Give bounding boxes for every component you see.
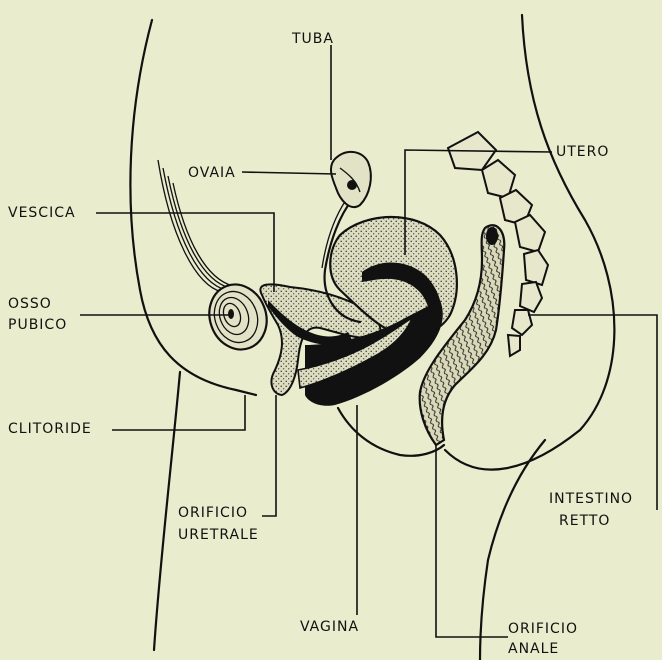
label-vescica: VESCICA bbox=[8, 203, 76, 223]
label-ovaia: OVAIA bbox=[188, 163, 236, 183]
label-vagina: VAGINA bbox=[300, 617, 359, 637]
thigh-outline bbox=[154, 372, 180, 650]
ovary-follicle bbox=[347, 180, 357, 190]
label-utero: UTERO bbox=[556, 142, 609, 162]
label-osso-line1: OSSO bbox=[8, 294, 52, 314]
label-orificio-anale-line2: ANALE bbox=[508, 639, 559, 659]
label-orificio-anale-line1: ORIFICIO bbox=[508, 619, 578, 639]
label-orificio-uretrale-line2: URETRALE bbox=[178, 525, 259, 545]
label-osso-line2: PUBICO bbox=[8, 315, 67, 335]
label-clitoride: CLITORIDE bbox=[8, 419, 92, 439]
label-tuba: TUBA bbox=[292, 29, 334, 49]
label-intestino-line1: INTESTINO bbox=[549, 489, 633, 509]
label-intestino-line2: RETTO bbox=[559, 511, 610, 531]
label-orificio-uretrale-line1: ORIFICIO bbox=[178, 503, 248, 523]
rectum-top bbox=[486, 227, 498, 245]
ovary bbox=[331, 152, 371, 207]
